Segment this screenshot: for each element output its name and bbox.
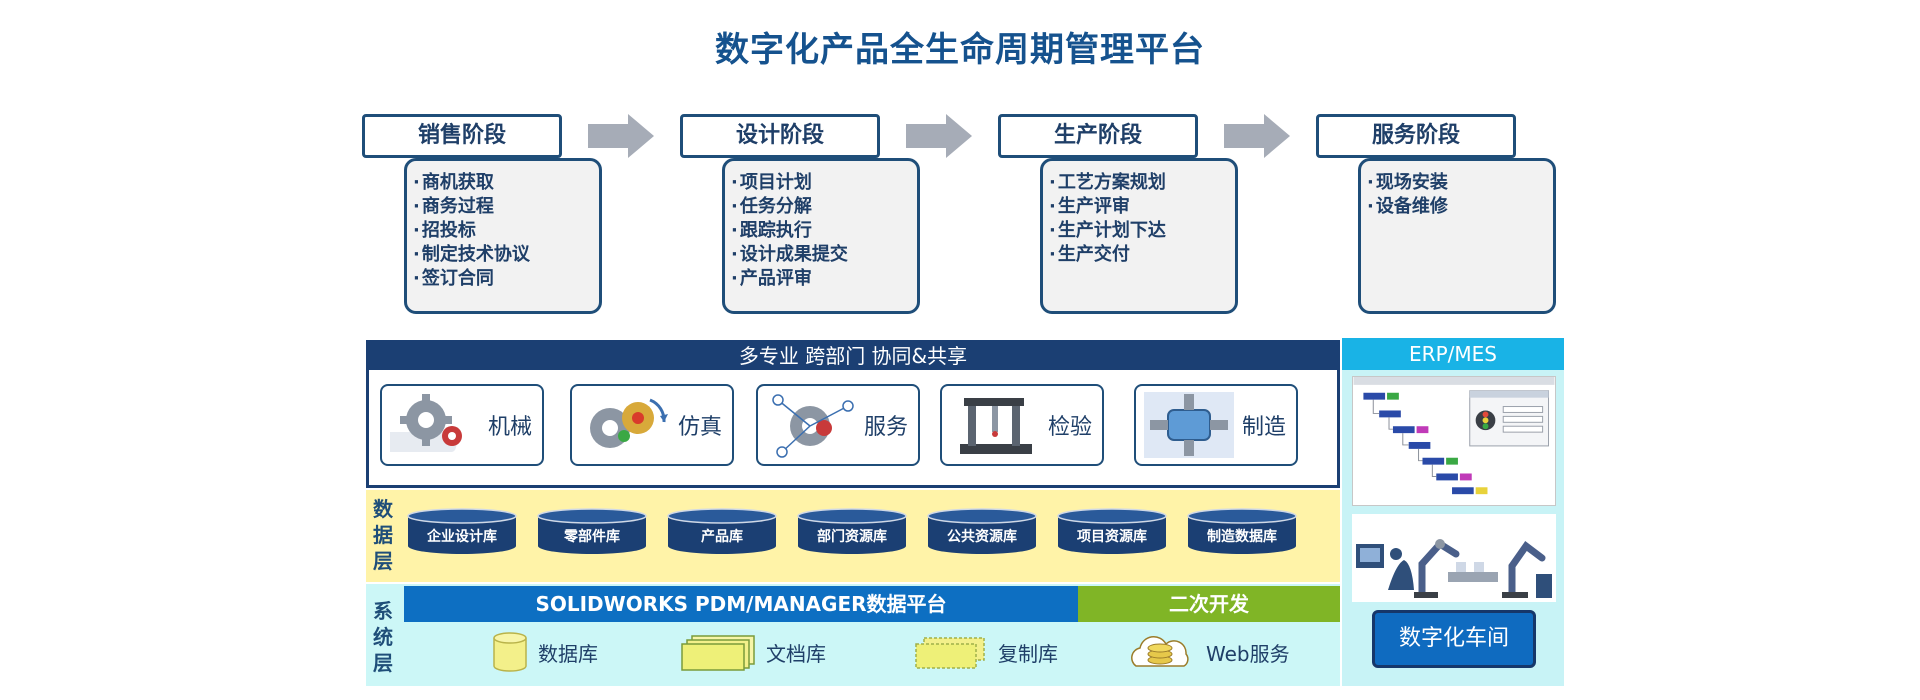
secondary-dev-bar: 二次开发 bbox=[1078, 586, 1340, 622]
system-item-label: 数据库 bbox=[538, 641, 598, 666]
database-cylinder: 企业设计库 bbox=[406, 508, 518, 558]
web-cloud-icon bbox=[1131, 636, 1189, 667]
database-label: 项目资源库 bbox=[1077, 529, 1147, 545]
stage-item: 设计成果提交 bbox=[731, 243, 911, 267]
stage-body-sales: 商机获取 商务过程 招投标 制定技术协议 签订合同 bbox=[404, 158, 602, 314]
database-cylinder-icon bbox=[797, 508, 907, 554]
digital-factory-image bbox=[1352, 514, 1556, 602]
stage-body-production: 工艺方案规划 生产评审 生产计划下达 生产交付 bbox=[1040, 158, 1238, 314]
stage-item: 设备维修 bbox=[1367, 195, 1547, 219]
module-label: 仿真 bbox=[678, 415, 723, 440]
database-cylinder: 零部件库 bbox=[536, 508, 648, 558]
database-cylinder-icon bbox=[667, 508, 777, 554]
stage-body-design: 项目计划 任务分解 跟踪执行 设计成果提交 产品评审 bbox=[722, 158, 920, 314]
database-cylinder-icon bbox=[1187, 508, 1297, 554]
database-cylinder-icon bbox=[493, 632, 527, 672]
replica-icon bbox=[915, 637, 985, 669]
stage-item: 生产交付 bbox=[1049, 243, 1229, 267]
stage-item: 商务过程 bbox=[413, 195, 593, 219]
module-label: 机械 bbox=[488, 415, 533, 440]
database-label: 产品库 bbox=[701, 529, 743, 545]
pdm-platform-bar: SOLIDWORKS PDM/MANAGER数据平台 bbox=[404, 586, 1078, 622]
document-stack-icon bbox=[681, 635, 755, 671]
gear-simulation-icon bbox=[590, 398, 668, 448]
system-item-database: 数据库 bbox=[492, 632, 598, 672]
system-item-replica: 复制库 bbox=[912, 632, 1058, 672]
stage-item: 项目计划 bbox=[731, 171, 911, 195]
stage-item: 商机获取 bbox=[413, 171, 593, 195]
stage-item: 制定技术协议 bbox=[413, 243, 593, 267]
collab-header: 多专业 跨部门 协同&共享 bbox=[366, 340, 1340, 372]
module-inspection: 检验 bbox=[940, 384, 1104, 466]
erp-screenshot-image bbox=[1352, 376, 1556, 506]
module-label: 服务 bbox=[864, 415, 909, 440]
stage-item: 生产评审 bbox=[1049, 195, 1229, 219]
page-title: 数字化产品全生命周期管理平台 bbox=[715, 30, 1205, 70]
database-label: 制造数据库 bbox=[1207, 529, 1277, 545]
database-label: 部门资源库 bbox=[817, 529, 887, 545]
digital-workshop-button[interactable]: 数字化车间 bbox=[1372, 610, 1536, 668]
module-manufacturing: 制造 bbox=[1134, 384, 1298, 466]
stage-item: 跟踪执行 bbox=[731, 219, 911, 243]
database-label: 企业设计库 bbox=[427, 529, 497, 545]
database-cylinder: 公共资源库 bbox=[926, 508, 1038, 558]
database-cylinder: 项目资源库 bbox=[1056, 508, 1168, 558]
module-label: 检验 bbox=[1048, 415, 1093, 440]
stage-item: 生产计划下达 bbox=[1049, 219, 1229, 243]
manufacturing-part-icon bbox=[1144, 392, 1234, 458]
gear-service-icon bbox=[772, 394, 854, 458]
stage-item: 产品评审 bbox=[731, 267, 911, 291]
gear-mechanical-icon bbox=[390, 394, 462, 452]
database-cylinder: 部门资源库 bbox=[796, 508, 908, 558]
flow-arrow-icon bbox=[1224, 114, 1290, 158]
stage-body-service: 现场安装 设备维修 bbox=[1358, 158, 1556, 314]
flow-arrow-icon bbox=[588, 114, 654, 158]
stage-header-design: 设计阶段 bbox=[680, 114, 880, 158]
stage-item: 任务分解 bbox=[731, 195, 911, 219]
database-cylinder-icon bbox=[1057, 508, 1167, 554]
database-cylinder-icon bbox=[927, 508, 1037, 554]
erp-header: ERP/MES bbox=[1342, 338, 1564, 370]
flow-arrow-icon bbox=[906, 114, 972, 158]
database-cylinder-icon bbox=[537, 508, 647, 554]
module-simulation: 仿真 bbox=[570, 384, 734, 466]
stage-header-sales: 销售阶段 bbox=[362, 114, 562, 158]
stage-item: 招投标 bbox=[413, 219, 593, 243]
data-layer-label: 数据层 bbox=[373, 497, 393, 573]
stage-header-production: 生产阶段 bbox=[998, 114, 1198, 158]
stage-item: 签订合同 bbox=[413, 267, 593, 291]
module-mechanical: 机械 bbox=[380, 384, 544, 466]
database-cylinder: 产品库 bbox=[666, 508, 778, 558]
module-service: 服务 bbox=[756, 384, 920, 466]
module-label: 制造 bbox=[1242, 415, 1287, 440]
database-label: 零部件库 bbox=[564, 529, 620, 545]
stage-header-service: 服务阶段 bbox=[1316, 114, 1516, 158]
system-item-label: 文档库 bbox=[766, 641, 826, 666]
system-item-label: Web服务 bbox=[1206, 641, 1290, 666]
stage-item: 现场安装 bbox=[1367, 171, 1547, 195]
database-cylinder-icon bbox=[407, 508, 517, 554]
database-label: 公共资源库 bbox=[947, 529, 1017, 545]
system-item-web: Web服务 bbox=[1126, 632, 1290, 672]
stage-item: 工艺方案规划 bbox=[1049, 171, 1229, 195]
system-item-documents: 文档库 bbox=[680, 632, 826, 672]
system-layer-label: 系统层 bbox=[373, 599, 393, 675]
database-cylinder: 制造数据库 bbox=[1186, 508, 1298, 558]
system-item-label: 复制库 bbox=[998, 641, 1058, 666]
cmm-machine-icon bbox=[960, 398, 1032, 454]
